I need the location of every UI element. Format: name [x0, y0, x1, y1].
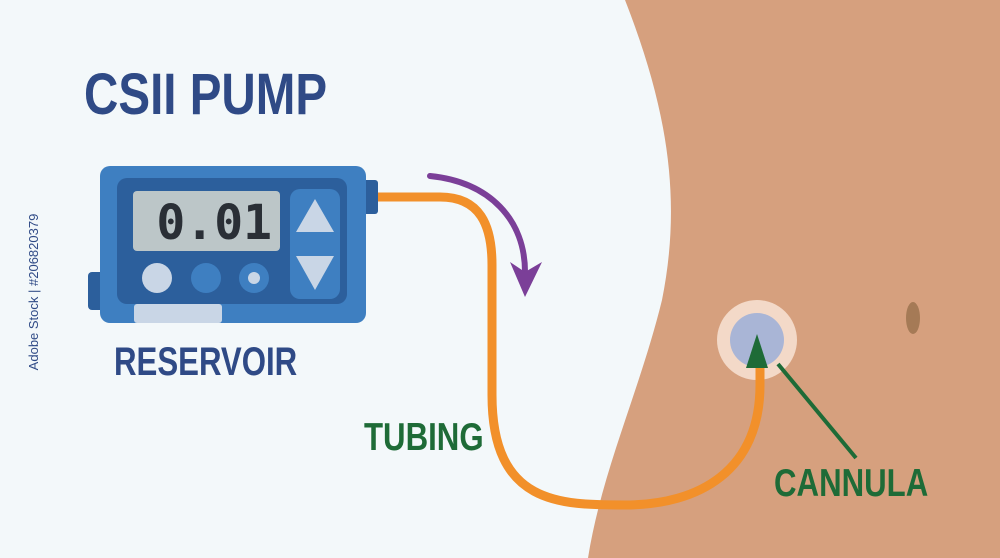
tubing-label: TUBING — [364, 416, 484, 459]
down-button-icon[interactable] — [296, 256, 334, 290]
flow-arrow-head — [510, 262, 542, 297]
flow-direction-arrow — [427, 173, 528, 275]
pump-button-3-center — [248, 272, 260, 284]
reservoir-label: RESERVOIR — [114, 340, 298, 384]
pump-button-1[interactable] — [142, 263, 172, 293]
pump-reservoir-window — [134, 304, 222, 323]
pump-arrow-button-panel — [290, 189, 340, 299]
navel — [906, 302, 920, 334]
cannula-needle — [746, 334, 768, 368]
cannula-label: CANNULA — [774, 462, 929, 505]
pump-button-2[interactable] — [191, 263, 221, 293]
tubing-line — [373, 192, 765, 510]
insulin-pump: 0.01 — [88, 166, 378, 323]
up-button-icon[interactable] — [296, 199, 334, 232]
pump-lcd-screen — [133, 191, 280, 251]
pump-display-value: 0.01 — [156, 195, 272, 251]
cannula-pointer-line — [776, 362, 858, 460]
stock-watermark: Adobe Stock | #206820379 — [26, 213, 41, 371]
diagram-title: CSII PUMP — [84, 62, 328, 127]
body-silhouette — [588, 0, 1000, 558]
